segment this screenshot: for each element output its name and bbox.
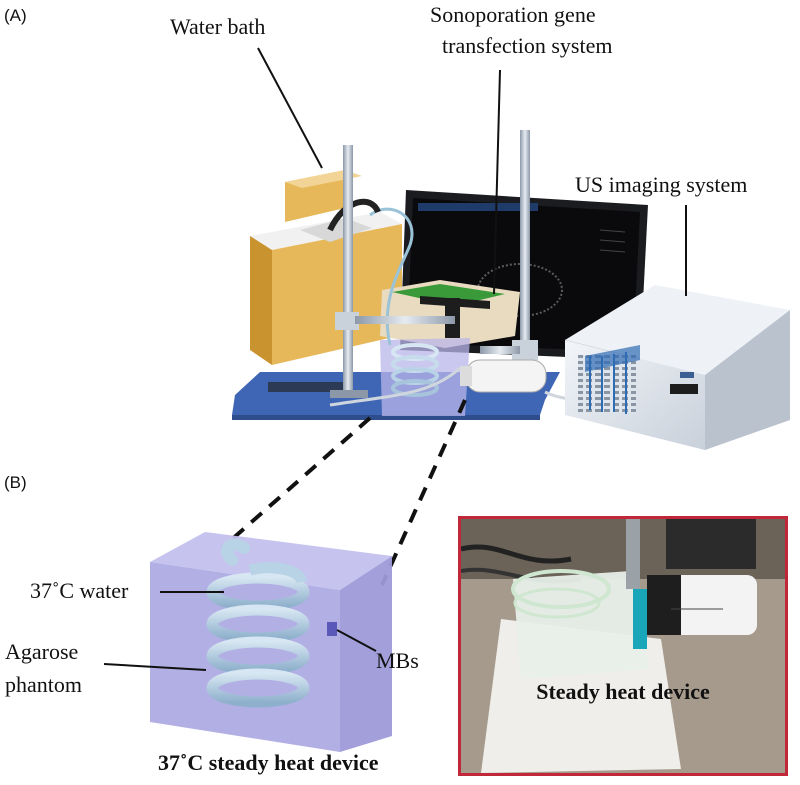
agarose-label-line2: phantom	[5, 672, 82, 697]
us-imaging-label: US imaging system	[575, 172, 748, 197]
sonoporation-label-line1: Sonoporation gene	[430, 2, 596, 27]
panel-b-leader-lines	[103, 591, 377, 671]
agarose-label-line1: Agarose	[5, 639, 79, 664]
water-bath	[250, 170, 402, 365]
sonoporation-label-line2: transfection system	[442, 33, 613, 58]
panel-b-illustration	[103, 532, 392, 752]
microbubbles-marker	[327, 622, 337, 636]
coil-tank	[380, 338, 470, 416]
projection-lines	[220, 399, 467, 586]
us-imaging-box	[565, 285, 790, 450]
water-label: 37˚C water	[30, 578, 129, 603]
photo-caption: Steady heat device	[536, 679, 710, 704]
photo-inset: Steady heat device	[458, 516, 788, 776]
left-stand-pole	[330, 145, 455, 398]
water-bath-label: Water bath	[170, 14, 266, 39]
panel-a-tag: (A)	[4, 6, 27, 25]
ultrasound-transducer	[460, 359, 547, 393]
panel-a-leader-lines	[257, 47, 687, 296]
mbs-label: MBs	[376, 648, 419, 673]
right-stand-pole	[480, 130, 538, 382]
steady-heat-device-photo	[461, 519, 785, 773]
transducer-stage	[380, 280, 520, 348]
panel-a-illustration	[232, 47, 790, 450]
panel-b-tag: (B)	[4, 473, 27, 492]
device-caption: 37˚C steady heat device	[158, 750, 379, 775]
